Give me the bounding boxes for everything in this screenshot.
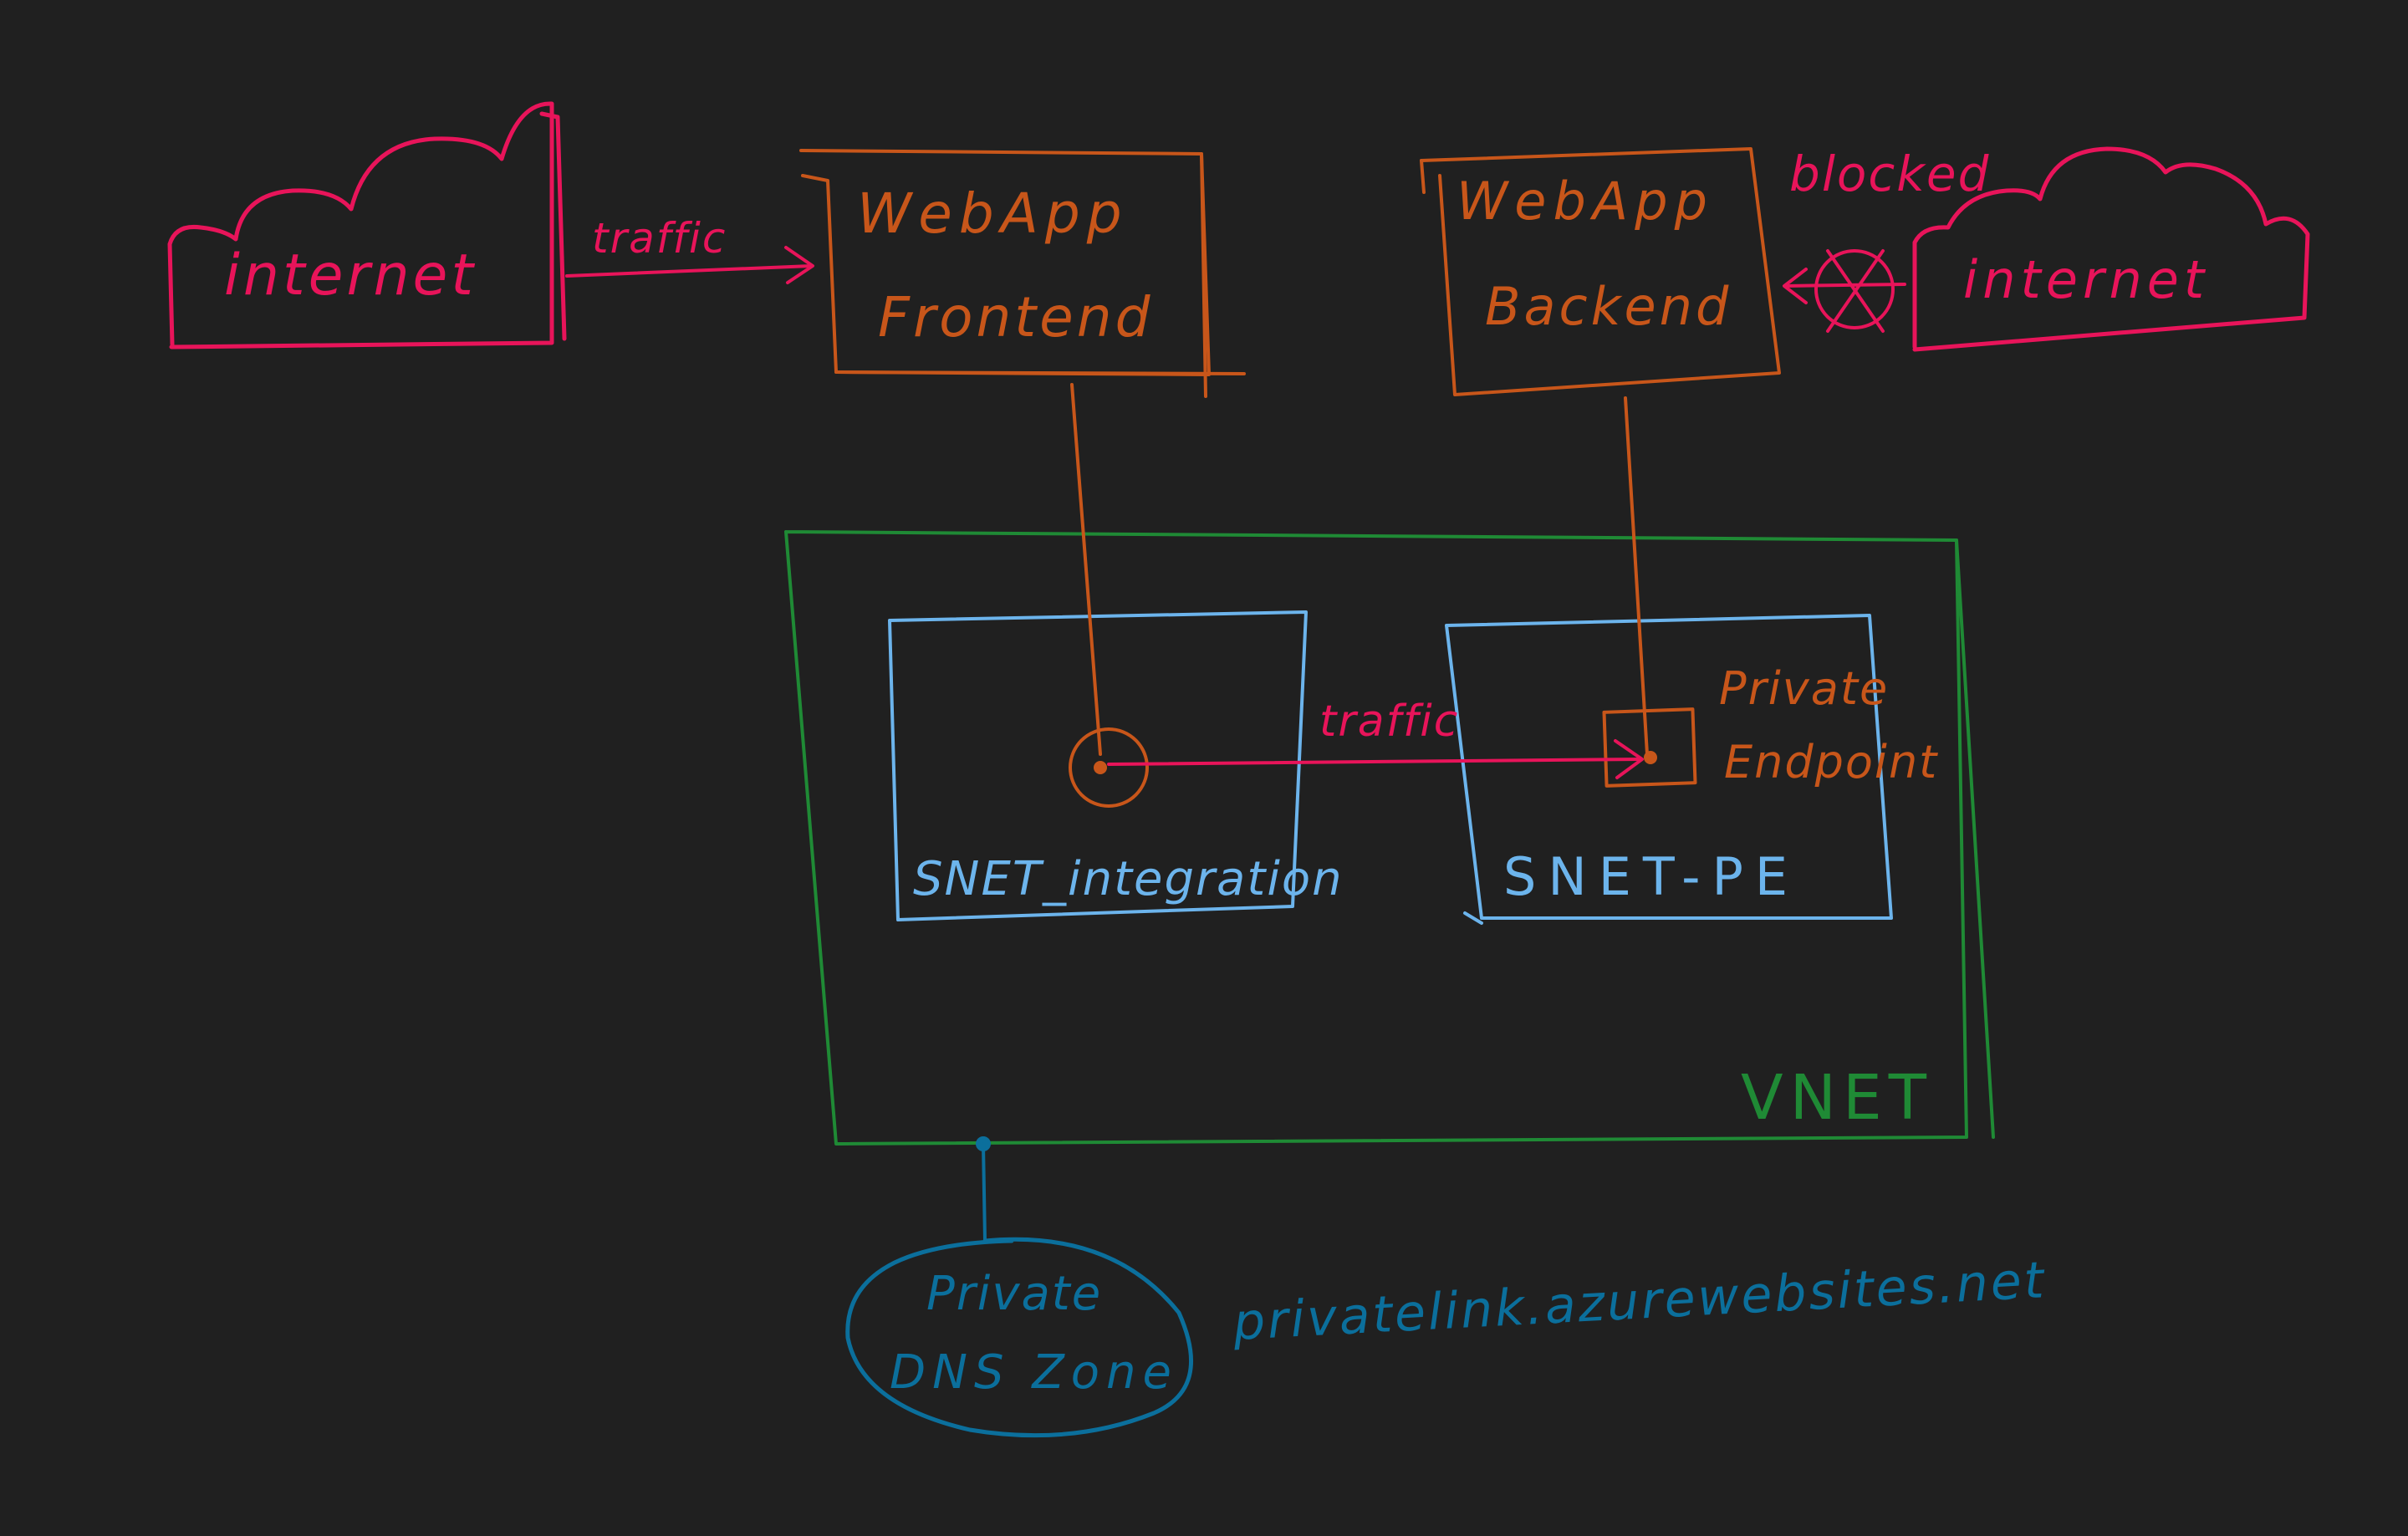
private-endpoint-dot [1644,751,1657,764]
blocked-marker: blocked [1783,145,1990,333]
vnet-label: VNET [1741,1062,1933,1134]
blocked-label: blocked [1789,145,1990,202]
snet-pe-label: SNET-PE [1503,846,1799,907]
internet-left-label: internet [224,242,477,309]
private-dns-zone-line2: DNS Zone [890,1345,1178,1400]
integration-point-icon [1069,727,1149,808]
backend-connector-line [1624,396,1649,756]
traffic-middle-label: traffic [1319,697,1459,747]
frontend-connector-line [1070,383,1102,756]
traffic-arrow-top: traffic [565,214,814,284]
private-endpoint-icon [1602,707,1697,788]
blocked-x-icon [1826,249,1885,333]
traffic-arrow-middle: traffic [1107,697,1644,779]
vnet-box: VNET [784,530,1995,1146]
webapp-frontend-line1: WebApp [857,181,1129,246]
private-endpoint-line2: Endpoint [1724,736,1938,788]
internet-cloud-left: internet [167,101,567,350]
dns-link-line [982,1142,987,1243]
snet-integration-box: SNET_integration [888,610,1344,921]
dns-domain-label: privatelink.azurewebsites.net [1231,1251,2048,1352]
webapp-frontend-box: WebApp Frontend [799,149,1246,398]
private-dns-zone-line1: Private [926,1267,1102,1321]
webapp-backend-line2: Backend [1485,276,1732,337]
traffic-top-label: traffic [592,214,727,263]
private-endpoint-line1: Private [1719,662,1889,715]
internet-right-label: internet [1963,249,2209,310]
webapp-backend-line1: WebApp [1457,171,1714,232]
snet-pe-box: SNET-PE [1445,614,1893,925]
webapp-backend-box: WebApp Backend [1420,147,1781,396]
snet-integration-label: SNET_integration [913,852,1344,906]
blocked-circle-icon [1814,249,1895,329]
integration-dot [1094,761,1107,774]
internet-cloud-right: internet [1912,146,2310,352]
private-dns-zone: Private DNS Zone [845,1237,1193,1438]
webapp-frontend-line2: Frontend [878,285,1154,350]
